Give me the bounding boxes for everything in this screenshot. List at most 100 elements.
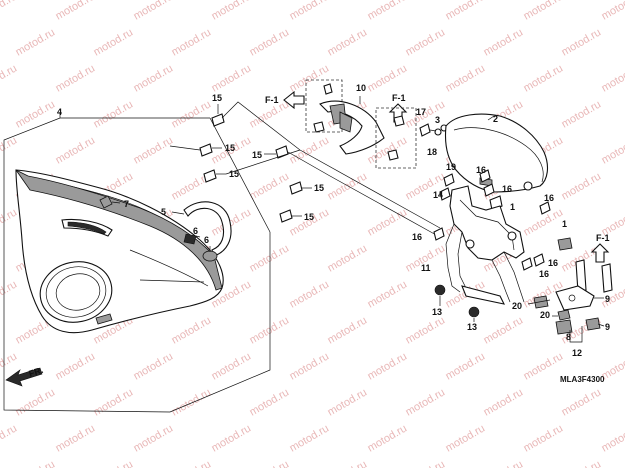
watermark-text: motod.ru [54,422,98,454]
watermark-text: motod.ru [326,386,370,418]
callout-16c: 16 [544,193,554,203]
callout-13a: 13 [432,307,442,317]
callout-15f: 15 [304,212,314,222]
callout-19: 19 [446,162,456,172]
callout-11: 11 [421,263,431,273]
watermark-text: motod.ru [560,98,604,130]
watermark-text: motod.ru [92,26,136,58]
callout-20a: 20 [512,301,522,311]
watermark-text: motod.ru [132,0,176,23]
watermark-text: motod.ru [0,134,19,166]
watermark-text: motod.ru [170,386,214,418]
watermark-text: motod.ru [0,206,19,238]
watermark-text: motod.ru [92,386,136,418]
watermark-text: motod.ru [522,350,566,382]
watermark-text: motod.ru [0,62,19,94]
callout-1a: 1 [510,202,515,212]
callout-12: 12 [572,348,582,358]
part-2-panel [445,114,547,192]
watermark-text: motod.ru [366,206,410,238]
watermark-text: motod.ru [326,458,370,468]
watermark-text: motod.ru [560,458,604,468]
front-direction-label: FR. [28,365,45,379]
f1-label-right: F-1 [596,233,610,243]
callout-9a: 9 [605,294,610,304]
watermark-text: motod.ru [366,0,410,23]
callout-20b: 20 [540,310,550,320]
watermark-text: motod.ru [288,422,332,454]
watermark-text: motod.ru [326,242,370,274]
watermark-text: motod.ru [366,278,410,310]
watermark-text: motod.ru [600,0,625,23]
watermark-text: motod.ru [522,0,566,23]
watermark-text: motod.ru [54,0,98,23]
watermark-text: motod.ru [248,170,292,202]
watermark-text: motod.ru [248,26,292,58]
callout-14: 14 [433,190,443,200]
callout-16e: 16 [548,258,558,268]
watermark-text: motod.ru [0,278,19,310]
watermark-text: motod.ru [0,0,19,23]
watermark-text: motod.ru [560,26,604,58]
callout-15d: 15 [252,150,262,160]
watermark-text: motod.ru [170,98,214,130]
callout-13b: 13 [467,322,477,332]
callout-15c: 15 [229,169,239,179]
watermark-text: motod.ru [288,278,332,310]
watermark-text: motod.ru [288,134,332,166]
watermark-text: motod.ru [404,314,448,346]
callout-15e: 15 [314,183,324,193]
watermark-text: motod.ru [92,98,136,130]
watermark-text: motod.ru [404,458,448,468]
callout-6a: 6 [193,226,198,236]
watermark-text: motod.ru [482,314,526,346]
watermark-text: motod.ru [326,170,370,202]
watermark-text: motod.ru [132,350,176,382]
watermark-text: motod.ru [444,422,488,454]
watermark-text: motod.ru [0,422,19,454]
callout-3: 3 [435,115,440,125]
callout-16a: 16 [476,165,486,175]
watermark-text: motod.ru [326,26,370,58]
watermark-text: motod.ru [132,62,176,94]
watermark-text: motod.ru [14,98,58,130]
watermark-text: motod.ru [600,62,625,94]
callout-15b: 15 [225,143,235,153]
callout-16b: 16 [502,184,512,194]
watermark-text: motod.ru [560,386,604,418]
callout-15a: 15 [212,93,222,103]
callout-17: 17 [416,107,426,117]
watermark-text: motod.ru [248,242,292,274]
callout-5: 5 [161,207,166,217]
watermark-text: motod.ru [170,458,214,468]
watermark-text: motod.ru [288,350,332,382]
callout-16d: 16 [412,232,422,242]
watermark-text: motod.ru [92,458,136,468]
watermark-text: motod.ru [444,0,488,23]
watermark-text: motod.ru [170,26,214,58]
watermark-text: motod.ru [366,62,410,94]
watermark-text: motod.ru [560,170,604,202]
callout-8: 8 [566,332,571,342]
watermark-text: motod.ru [404,386,448,418]
watermark-text: motod.ru [444,350,488,382]
watermark-text: motod.ru [482,458,526,468]
watermark-text: motod.ru [444,62,488,94]
watermark-text: motod.ru [288,0,332,23]
f1-label-left: F-1 [265,95,279,105]
watermark-text: motod.ru [210,0,254,23]
callout-1b: 1 [562,219,567,229]
callout-2: 2 [493,114,498,124]
callout-16f: 16 [539,269,549,279]
watermark-text: motod.ru [366,422,410,454]
watermark-text: motod.ru [248,458,292,468]
watermark-text: motod.ru [54,62,98,94]
f1-label-mid: F-1 [392,93,406,103]
watermark-text: motod.ru [366,350,410,382]
watermark-text: motod.ru [248,386,292,418]
callout-4: 4 [57,107,62,117]
watermark-text: motod.ru [14,26,58,58]
callout-7: 7 [124,199,129,209]
